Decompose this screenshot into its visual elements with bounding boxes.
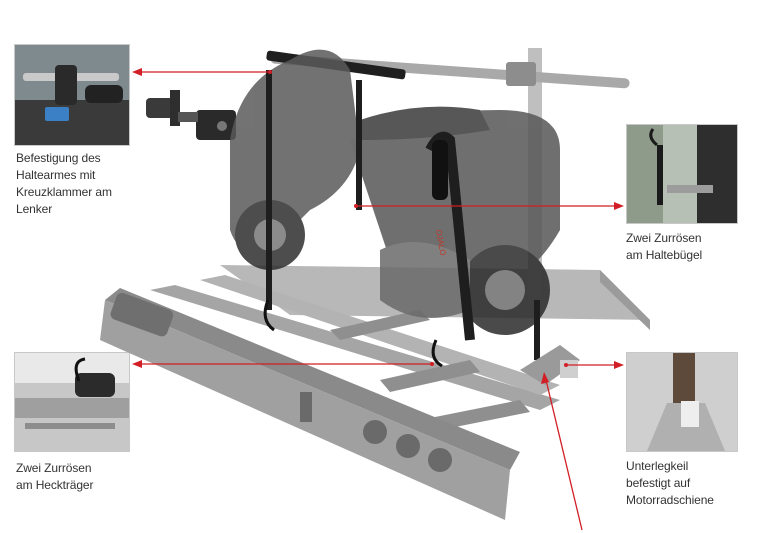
detail-photo-wheel-chock: [626, 352, 738, 452]
lashing-straps: [263, 70, 540, 368]
caption-lashing-eyes-bracket: Zwei Zurrösen am Haltebügel: [626, 231, 703, 262]
caption-handlebar-clamp: Befestigung des Haltearmes mit Kreuzklam…: [16, 151, 112, 216]
detail-photo-handlebar-clamp: [14, 44, 130, 146]
detail-photo-lashing-eyes-bracket: [626, 124, 738, 224]
light-bar: [100, 288, 520, 520]
strap-brand-label: OJALO: [434, 229, 447, 256]
detail-photo-lashing-eyes-carrier: [14, 352, 130, 452]
cross-clamp-part: [146, 90, 236, 140]
caption-wheel-chock: Unterlegkeil befestigt auf Motorradschie…: [626, 459, 714, 507]
caption-lashing-eyes-carrier: Zwei Zurrösen am Heckträger: [16, 461, 94, 492]
callout-arrows: [132, 68, 624, 531]
